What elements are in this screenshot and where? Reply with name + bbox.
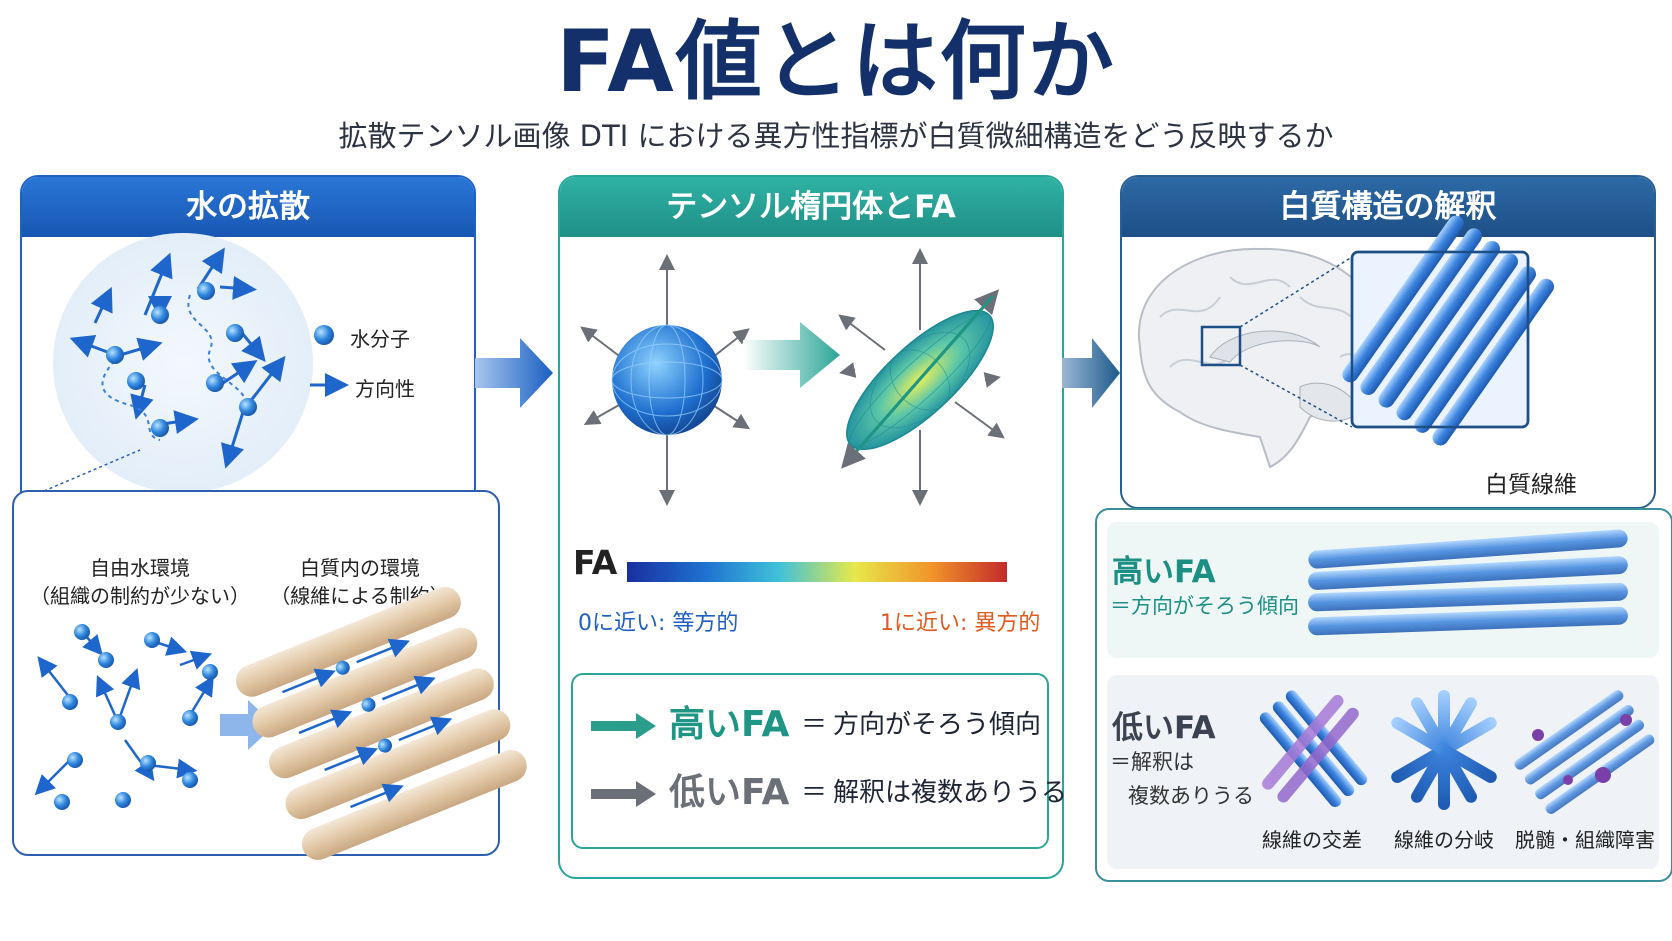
free-water-title: 自由水環境: [90, 556, 190, 580]
flow-arrow-1: [475, 338, 553, 408]
flow-arrow-2: [1062, 338, 1120, 408]
low-fa-interpret-desc1: ＝解釈は: [1110, 750, 1194, 774]
free-water-note: （組織の制約が少ない）: [30, 584, 250, 608]
crossing-fibers-illustration: [1259, 690, 1368, 808]
legend-direction-label: 方向性: [355, 377, 415, 401]
fa-low-label: 0に近い: 等方的: [578, 611, 739, 636]
zoom-fiber-label: 白質線維: [1485, 472, 1577, 498]
panel-header: 水の拡散: [22, 177, 474, 237]
fa-scale-label: FA: [573, 543, 618, 582]
high-fa-interpret-desc: ＝方向がそろう傾向: [1110, 594, 1299, 618]
high-fa-desc: 方向がそろう傾向: [833, 710, 1042, 740]
high-fa-interpret-term: 高いFA: [1112, 554, 1216, 590]
case-branching-label: 線維の分岐: [1394, 828, 1494, 852]
case-demyelination-label: 脱髄・組織障害: [1515, 828, 1655, 852]
panel-header: テンソル楕円体とFA: [560, 177, 1062, 237]
case-crossing-label: 線維の交差: [1262, 828, 1362, 852]
demyelination-illustration: [1514, 690, 1655, 814]
aligned-fibers-illustration: [1308, 529, 1628, 636]
free-water-illustration: [34, 624, 218, 810]
high-fa-term: 高いFA: [669, 704, 790, 745]
gray-arrow-icon: [591, 781, 656, 807]
low-fa-interpret-term: 低いFA: [1112, 710, 1216, 746]
panel-header: 白質構造の解釈: [1122, 177, 1654, 237]
tensor-ellipsoid-illustration: [580, 248, 1005, 506]
brain-illustration: [1137, 215, 1555, 469]
legend-molecule-icon: [314, 325, 334, 345]
fa-color-scale: [627, 562, 1007, 582]
legend-molecule-label: 水分子: [350, 327, 410, 351]
fa-summary-box: 高いFA ＝ 方向がそろう傾向 低いFA ＝ 解釈は複数ありうる: [571, 673, 1067, 849]
low-fa-eq: ＝: [801, 778, 828, 808]
white-matter-tubes-illustration: [235, 586, 527, 860]
teal-arrow-icon: [591, 713, 656, 739]
page-subtitle: 拡散テンソル画像 DTI における異方性指標が白質微細構造をどう反映するか: [338, 119, 1334, 153]
white-matter-title: 白質内の環境: [300, 556, 420, 580]
diffusion-pool: [53, 233, 313, 493]
low-fa-desc: 解釈は複数ありうる: [833, 778, 1068, 808]
branching-fibers-illustration: [1391, 690, 1497, 810]
high-fa-eq: ＝: [801, 710, 828, 740]
page-title: FA値とは何か: [556, 12, 1116, 112]
water-diffusion-illustration: [43, 233, 349, 493]
low-fa-term: 低いFA: [669, 772, 790, 813]
fa-high-label: 1に近い: 異方的: [880, 611, 1041, 636]
low-fa-interpret-desc2: 複数ありうる: [1128, 784, 1254, 808]
